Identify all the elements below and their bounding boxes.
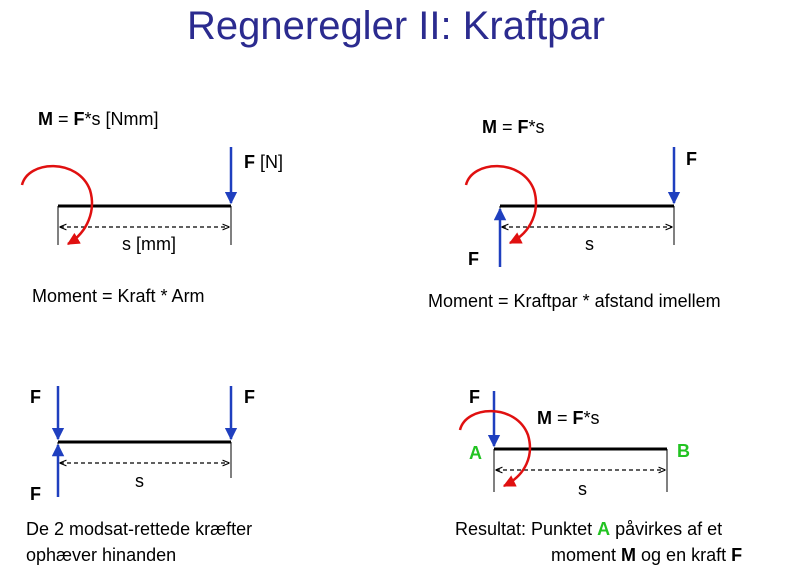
panel1-moment-arrow	[20, 164, 94, 246]
panel4-point-a-label: A	[469, 443, 482, 463]
panel3-diagram	[51, 386, 238, 497]
panel4-formula: M = F*s	[537, 408, 600, 428]
panel4-result-line1: Resultat: Punktet A påvirkes af et	[455, 519, 723, 539]
panel3-caption-line1: De 2 modsat-rettede kræfter	[26, 519, 253, 539]
panel2-moment-arrow	[464, 164, 538, 245]
panel3-distance-label: s	[135, 471, 144, 491]
panel4-diagram	[458, 391, 668, 492]
page-title: Regneregler II: Kraftpar	[187, 4, 605, 48]
panel2-caption: Moment = Kraftpar * afstand imellem	[428, 291, 721, 311]
panel2-formula: M = F*s	[482, 117, 545, 137]
panel2-diagram	[464, 147, 681, 267]
panel1-force-label: F [N]	[244, 152, 284, 172]
panel4-distance-label: s	[578, 479, 587, 499]
panel4-force-label: F	[469, 387, 480, 407]
panel1-formula: M = F*s [Nmm]	[38, 109, 159, 129]
panel1-distance-label: s [mm]	[122, 234, 176, 254]
panel1-caption: Moment = Kraft * Arm	[32, 286, 205, 306]
panel1-diagram	[20, 147, 238, 246]
panel3-force-top-left-label: F	[30, 387, 41, 407]
panel3-force-bottom-left-label: F	[30, 484, 41, 504]
panel3-force-top-right-label: F	[244, 387, 255, 407]
panel3-caption-line2: ophæver hinanden	[26, 545, 177, 565]
panel4-point-b-label: B	[677, 441, 690, 461]
panel2-force-right-label: F	[686, 149, 697, 169]
panel4-moment-arrow	[458, 409, 532, 488]
panel2-distance-label: s	[585, 234, 594, 254]
panel4-result-line2: moment M og en kraft F	[551, 545, 743, 565]
panel2-force-left-label: F	[468, 249, 479, 269]
